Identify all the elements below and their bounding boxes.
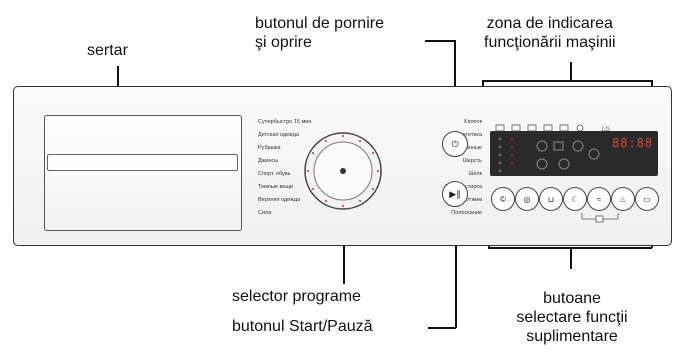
program-selector-label: selector programe xyxy=(232,288,361,305)
program-item: Шерсть xyxy=(462,158,482,164)
option-button-7[interactable]: ▭ xyxy=(635,187,659,211)
copyright-like-icon: © xyxy=(500,194,506,204)
child-lock-bracket xyxy=(581,213,619,223)
drawer-handle[interactable] xyxy=(47,154,238,171)
power-icon: ⏻ xyxy=(451,138,459,149)
power-button-label: butonul de pornire şi oprire xyxy=(255,14,384,52)
program-item: Джинсы xyxy=(258,158,279,164)
options-leader-v xyxy=(570,247,572,269)
indicator-leader-v xyxy=(570,62,572,80)
program-item: Хлопок xyxy=(463,119,482,125)
indicator-display xyxy=(490,131,658,176)
power-leader-h xyxy=(425,40,455,42)
options-buttons-label: butoane selectare funcţii suplimentare xyxy=(505,289,639,346)
power-label-line2: şi oprire xyxy=(255,34,312,51)
program-selector-dial[interactable] xyxy=(303,131,383,211)
status-icons-row: LG xyxy=(495,124,610,133)
drawer-label: sertar xyxy=(87,42,128,59)
basin-icon: ⊔ xyxy=(547,194,555,204)
indicator-label-line1: zona de indicarea xyxy=(486,15,613,32)
options-label-line3: suplimentare xyxy=(526,328,618,345)
rinse-icon: ≈ xyxy=(596,194,602,204)
program-item: Спорт. обувь xyxy=(258,171,291,177)
option-button-5[interactable]: ≈ xyxy=(587,187,611,211)
program-item: Сила xyxy=(258,210,272,216)
program-list-right: Хлопок Синтетика Смешанные Шерсть Шелк Р… xyxy=(370,116,488,226)
program-item: Шелк xyxy=(468,171,482,177)
option-button-4[interactable]: ☾ xyxy=(563,187,587,211)
program-item: Супербыстро 15 мин xyxy=(258,119,312,125)
steam-icon: ♨ xyxy=(619,194,627,204)
program-item: Верхняя одежда xyxy=(258,197,301,203)
display-indicators xyxy=(498,137,600,173)
options-label-line1: butoane xyxy=(543,290,601,307)
start-leader-v xyxy=(455,206,457,328)
options-label-line2: selectare funcţii xyxy=(516,309,628,326)
tub-icon: ▭ xyxy=(643,194,651,204)
option-button-6[interactable]: ♨ xyxy=(611,187,635,211)
option-button-1[interactable]: © xyxy=(491,187,515,211)
power-leader-v xyxy=(454,40,456,127)
brand-label: LG xyxy=(602,127,610,133)
indicator-zone-label: zona de indicarea funcţionării maşinii xyxy=(484,14,616,52)
start-pause-button[interactable]: ▶∥ xyxy=(442,181,468,207)
power-button[interactable]: ⏻ xyxy=(442,131,468,157)
indicator-bracket-h xyxy=(482,80,652,82)
option-button-3[interactable]: ⊔ xyxy=(539,187,563,211)
time-readout: 88:88 xyxy=(612,136,654,150)
program-item: Рубашки xyxy=(258,145,281,151)
start-pause-label: butonul Start/Pauză xyxy=(232,318,373,335)
program-item: Детская одежда xyxy=(258,132,299,138)
program-item: Отжим xyxy=(464,197,482,203)
moon-icon: ☾ xyxy=(571,194,579,204)
indicator-label-line2: funcţionării maşinii xyxy=(484,34,616,51)
program-item: Полоскание xyxy=(451,210,482,216)
target-icon: ◎ xyxy=(523,194,531,204)
play-pause-icon: ▶∥ xyxy=(449,188,461,199)
program-item: Синтетика xyxy=(455,132,482,138)
start-leader-h xyxy=(428,327,456,329)
program-item: Темные вещи xyxy=(258,184,293,190)
option-button-2[interactable]: ◎ xyxy=(515,187,539,211)
detergent-drawer[interactable] xyxy=(44,115,242,231)
power-label-line1: butonul de pornire xyxy=(255,15,384,32)
